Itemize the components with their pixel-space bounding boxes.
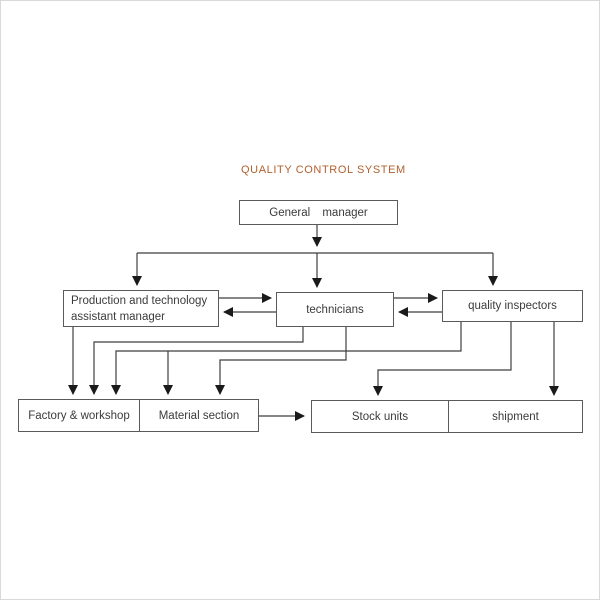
node-assistant-manager-label-line1: Production and technology [71, 294, 208, 307]
node-stock-shipment-group: Stock units shipment [311, 400, 583, 433]
node-general-manager: General manager [239, 200, 398, 225]
node-stock-units-label: Stock units [351, 410, 409, 423]
node-assistant-manager-label-line2: assistant manager [71, 310, 165, 323]
node-quality-inspectors: quality inspectors [442, 290, 583, 322]
node-general-manager-label: General manager [269, 206, 368, 219]
node-material-section-label: Material section [158, 409, 240, 422]
node-technicians: technicians [276, 292, 394, 327]
node-assistant-manager: Production and technology assistant mana… [63, 290, 219, 327]
node-quality-inspectors-label: quality inspectors [468, 300, 557, 312]
edge-tech-to-material [214, 327, 347, 396]
diagram-title: QUALITY CONTROL SYSTEM [241, 164, 406, 176]
node-factory-workshop: Factory & workshop [19, 400, 140, 431]
node-material-section: Material section [140, 400, 258, 431]
node-technicians-label: technicians [306, 303, 364, 316]
node-stock-units: Stock units [312, 401, 449, 432]
node-shipment: shipment [449, 401, 582, 432]
node-factory-material-group: Factory & workshop Material section [18, 399, 259, 432]
node-factory-workshop-label: Factory & workshop [28, 409, 130, 422]
edge-qi-to-factory [110, 322, 462, 396]
edge-qi-to-stock [372, 322, 512, 397]
node-shipment-label: shipment [492, 410, 539, 423]
edge-tech-to-factory [88, 327, 304, 396]
